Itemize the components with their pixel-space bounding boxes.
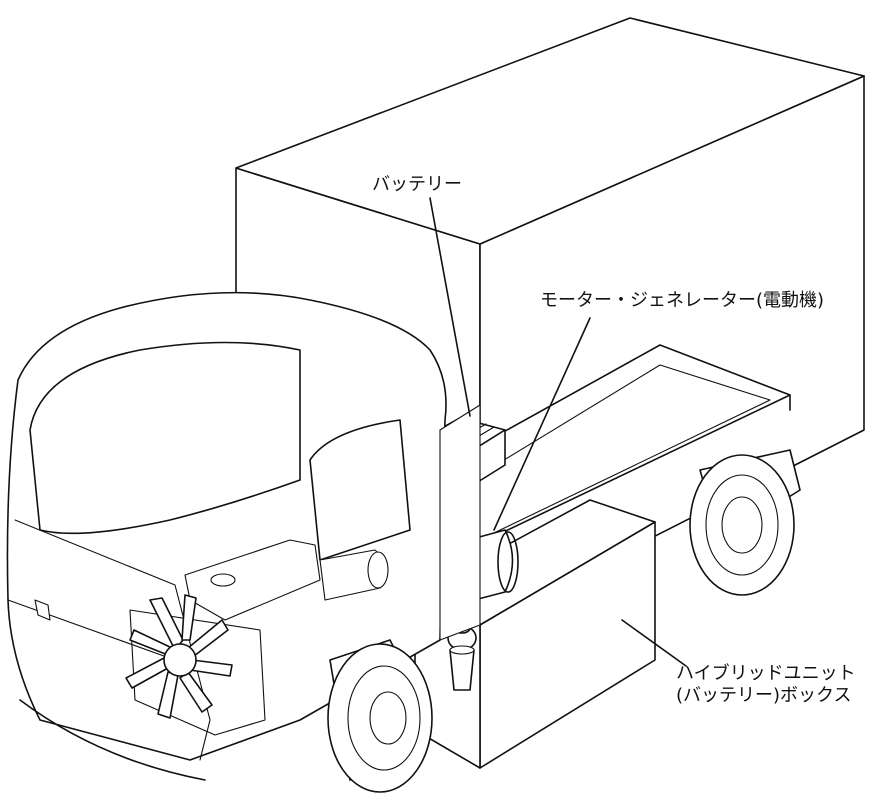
- label-hybrid-unit-line2: (バッテリー)ボックス: [676, 685, 852, 706]
- cab: [6, 291, 481, 781]
- rear-wheel: [689, 449, 801, 596]
- cooling-fan: [125, 594, 233, 719]
- label-hybrid-unit-line1: ハイブリッドユニット: [676, 663, 856, 684]
- leader-lines: [429, 197, 687, 667]
- label-motor-generator: モーター・ジェネレーター(電動機): [540, 290, 825, 311]
- label-battery: バッテリー: [372, 174, 462, 195]
- label-hybrid-unit: ハイブリッドユニット (バッテリー)ボックス: [676, 663, 856, 707]
- front-wheel: [327, 639, 433, 793]
